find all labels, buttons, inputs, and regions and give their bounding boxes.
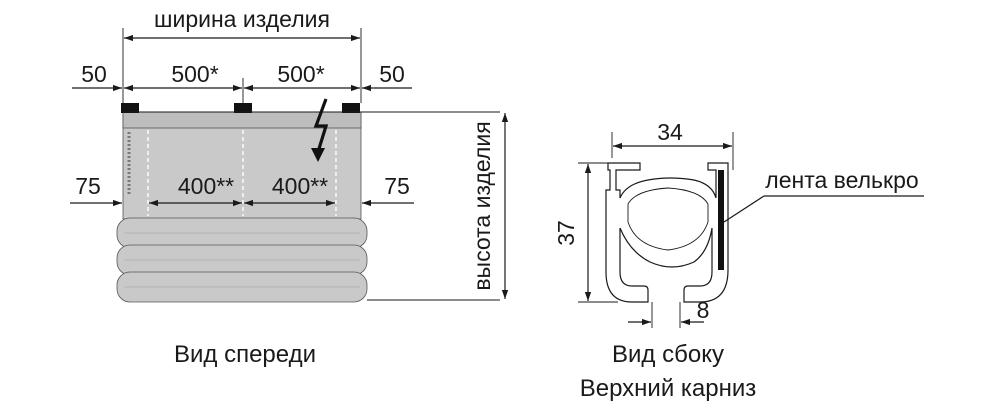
- velcro-strip: [718, 170, 724, 270]
- width-label: ширина изделия: [154, 6, 330, 32]
- lightning-arrow-icon: [311, 98, 329, 162]
- cornice-profile: [605, 162, 729, 303]
- height-label: высота изделия: [469, 121, 495, 290]
- profile-width-dim: 34: [657, 119, 683, 145]
- front-view-caption: Вид спереди: [174, 341, 316, 368]
- mid-dim-400-a: 400**: [178, 173, 234, 199]
- mid-dim-400-b: 400**: [272, 173, 328, 199]
- top-dim-50-right: 50: [379, 61, 405, 87]
- side-view: 34 37 8 лента велькро Вид сбоку Верхний …: [553, 119, 924, 402]
- side-view-caption: Вид сбоку: [612, 341, 724, 368]
- velcro-label: лента велькро: [765, 167, 918, 193]
- mount-bracket: [121, 103, 139, 113]
- mid-dim-75-left: 75: [75, 173, 101, 199]
- top-dim-50-left: 50: [81, 61, 107, 87]
- profile-height-dim: 37: [553, 220, 579, 246]
- cornice-caption: Верхний карниз: [580, 375, 757, 402]
- slot-dim: 8: [697, 297, 710, 323]
- top-dim-500-a: 500*: [171, 61, 218, 87]
- top-dim-500-b: 500*: [277, 61, 324, 87]
- fabric-folds: [116, 217, 368, 303]
- velcro-leader: [723, 195, 765, 223]
- mount-bracket: [234, 103, 252, 113]
- front-view: ширина изделия 50 500* 500* 50 75 400** …: [70, 6, 509, 368]
- mid-dim-75-right: 75: [384, 173, 410, 199]
- mount-bracket: [342, 103, 360, 113]
